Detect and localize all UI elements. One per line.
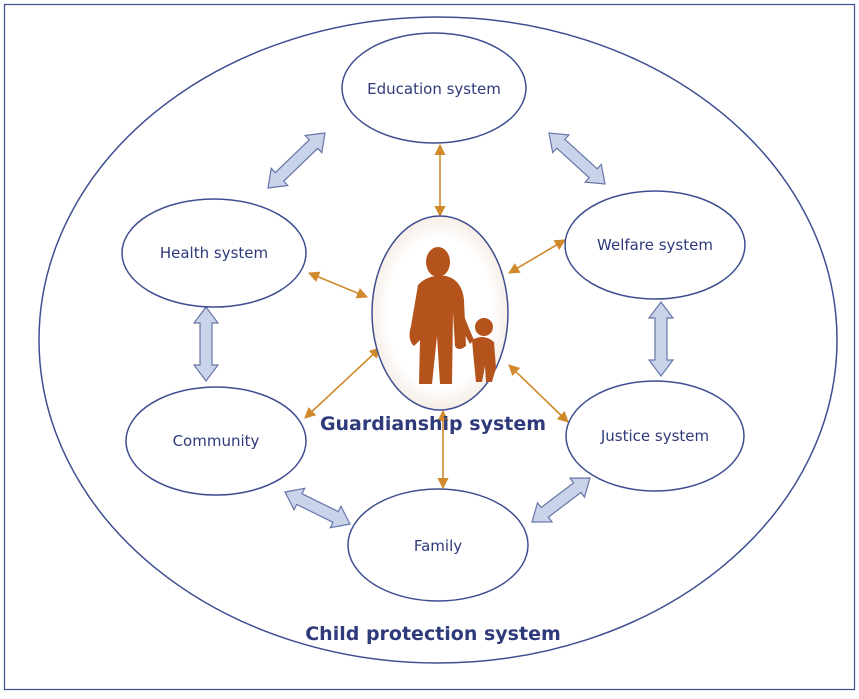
health-node — [121, 198, 307, 308]
welfare-node — [564, 190, 746, 300]
child-protection-label: Child protection system — [305, 623, 561, 645]
family-label: Family — [414, 537, 462, 555]
education-node — [341, 32, 527, 144]
justice-node — [565, 380, 745, 492]
community-label: Community — [173, 432, 260, 450]
block-arrow-community-family — [284, 487, 351, 529]
education-label: Education system — [367, 80, 501, 98]
health-label: Health system — [160, 244, 268, 262]
block-arrow-education-welfare — [548, 132, 606, 185]
community-node — [125, 386, 307, 496]
adult-child-silhouette-icon — [409, 247, 496, 384]
block-arrow-health-community — [192, 306, 220, 382]
block-arrow-health-education — [267, 132, 326, 189]
arrow-center-welfare — [508, 239, 566, 274]
arrow-center-community — [304, 347, 381, 419]
block-arrow-welfare-justice — [647, 301, 675, 377]
block-arrow-family-justice — [531, 477, 591, 523]
welfare-label: Welfare system — [597, 236, 713, 254]
frame-border — [3, 3, 856, 691]
arrow-center-health — [307, 271, 369, 299]
guardianship-label: Guardianship system — [320, 413, 546, 435]
child-protection-ellipse — [38, 16, 838, 664]
justice-label: Justice system — [600, 427, 709, 445]
arrow-center-justice — [508, 364, 569, 423]
family-node — [347, 488, 529, 602]
